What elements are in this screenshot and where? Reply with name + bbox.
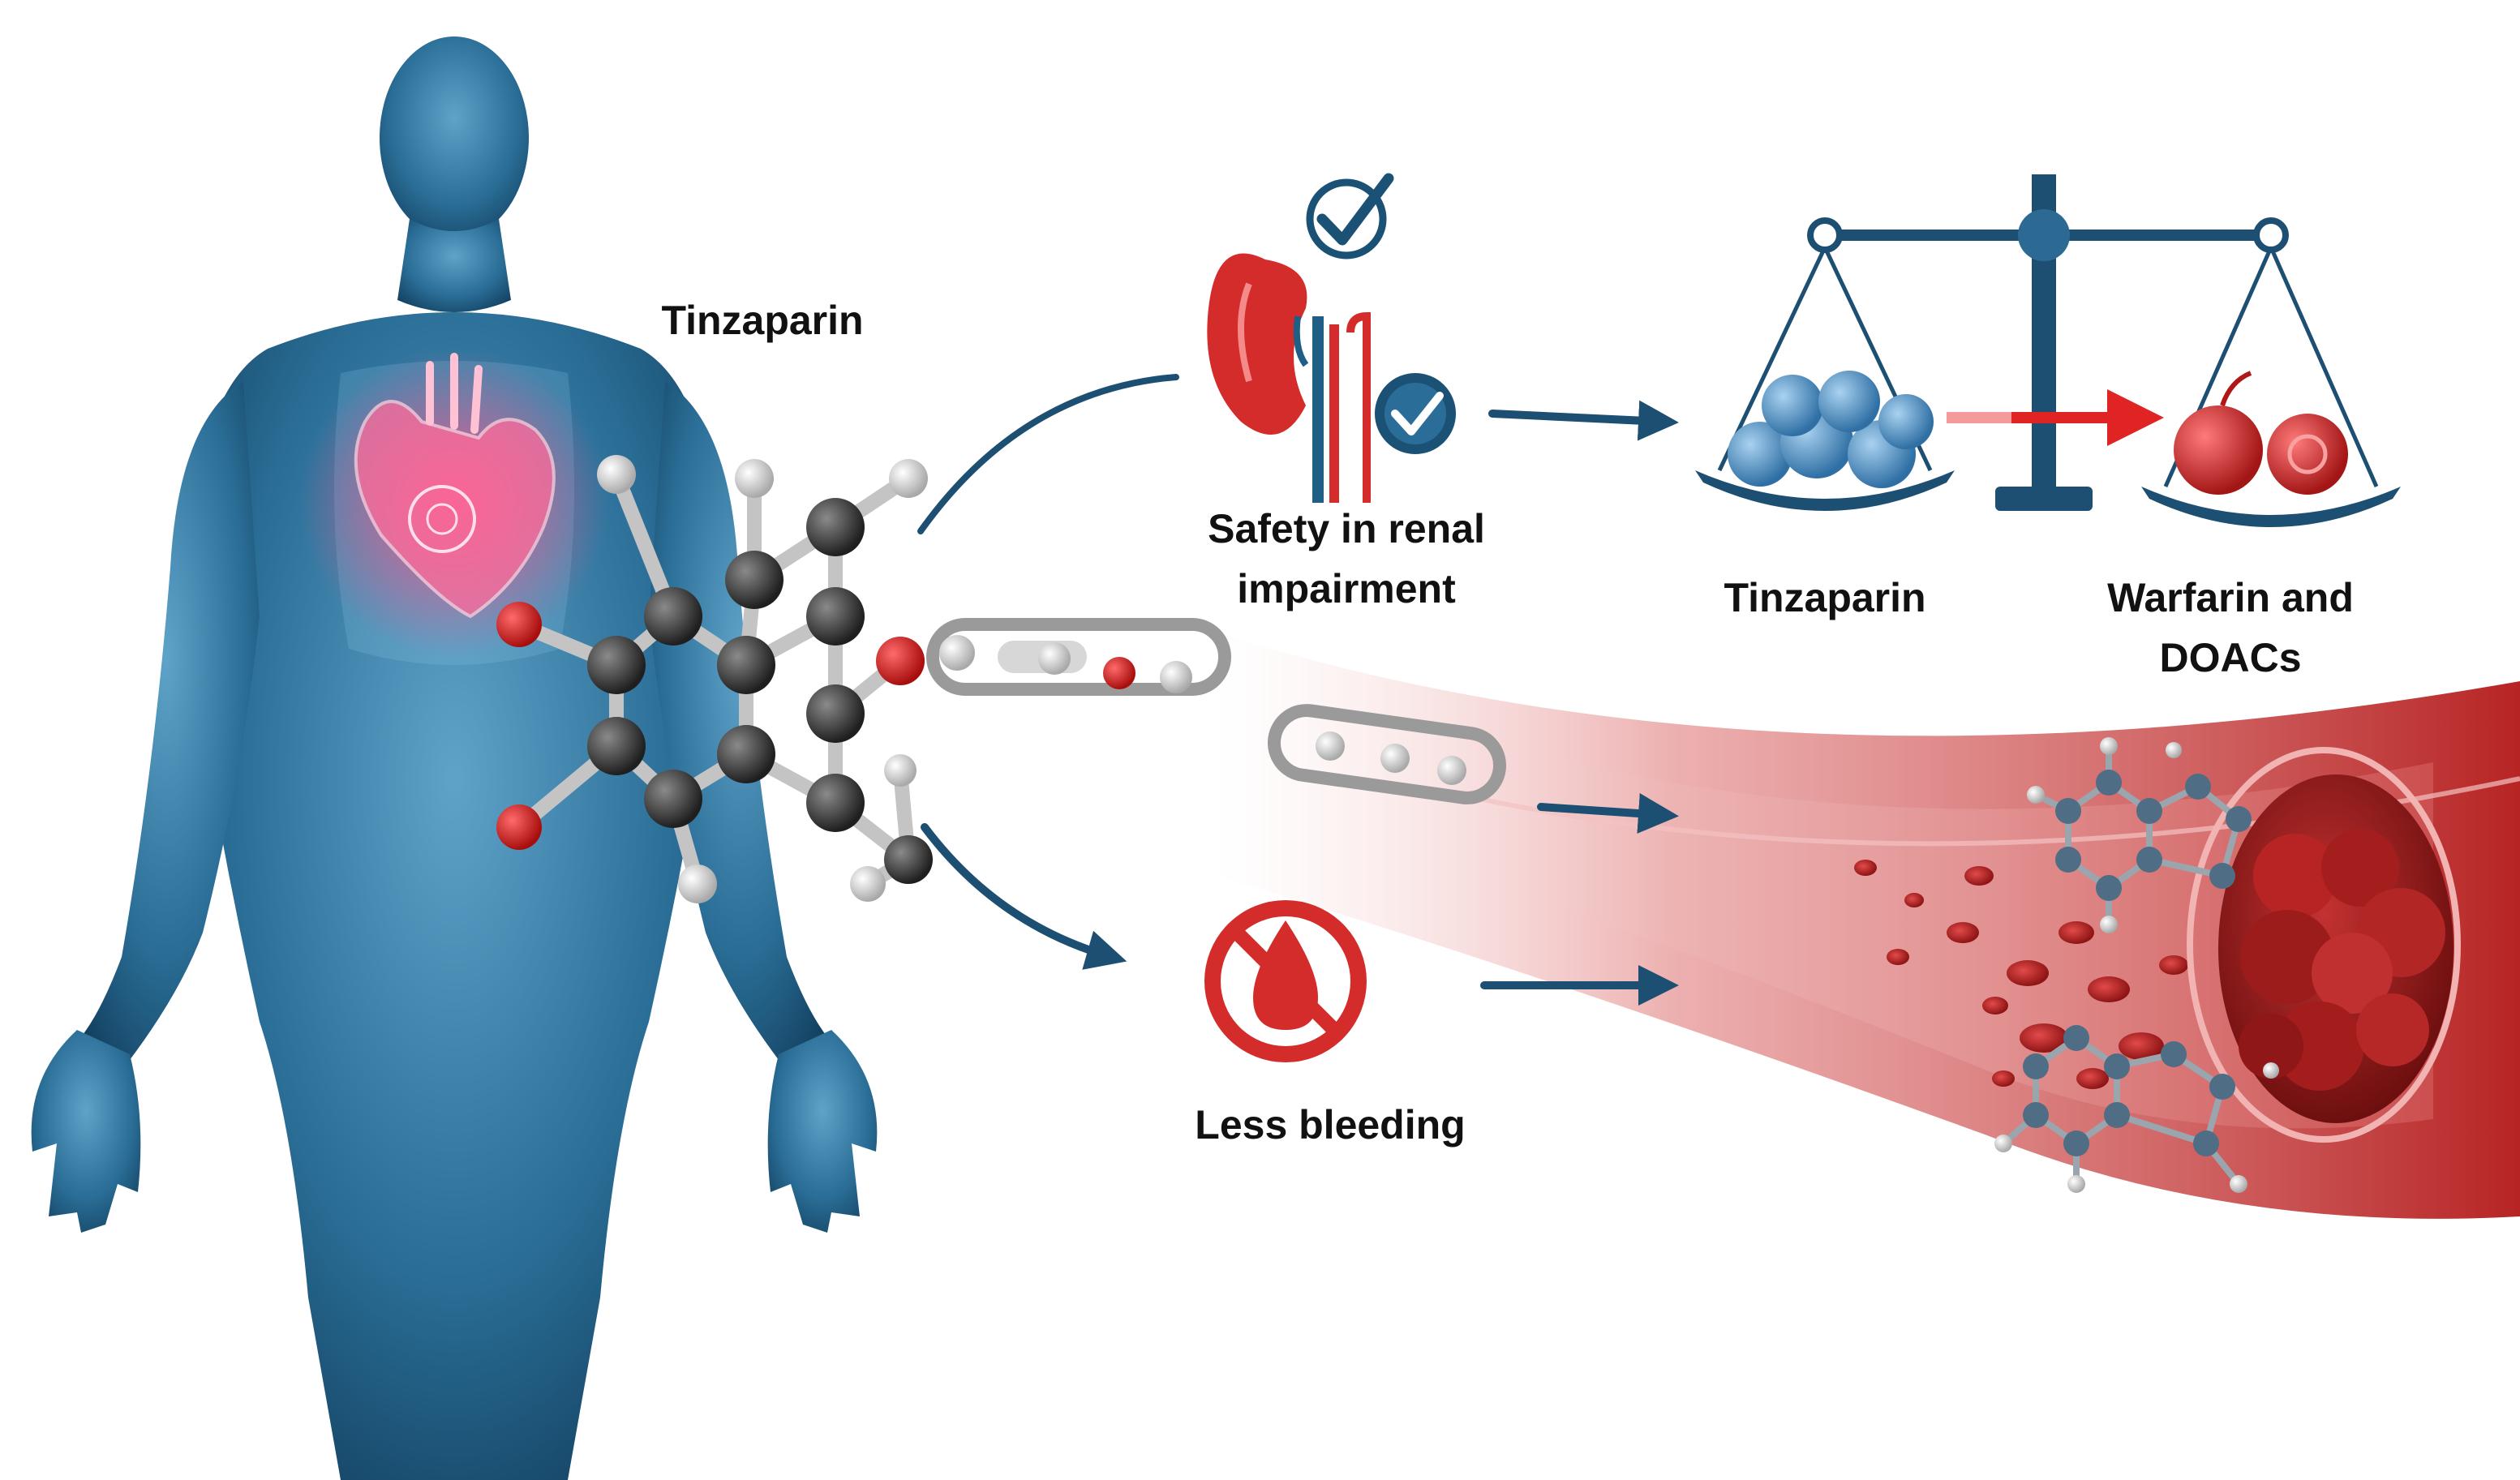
flow-arrows xyxy=(917,374,1679,1006)
scale-tinzaparin-label: Tinzaparin xyxy=(1663,568,1987,628)
scale-warfarin-label-line1: Warfarin and xyxy=(2107,575,2354,620)
renal-check-icon xyxy=(1306,173,1394,260)
heart-icon xyxy=(300,349,608,657)
renal-safety-label-line1: Safety in renal xyxy=(1208,506,1485,551)
scale-tinzaparin-label-text: Tinzaparin xyxy=(1724,575,1926,620)
no-bleeding-icon xyxy=(1204,900,1367,1062)
polysaccharide-chain xyxy=(926,618,1507,804)
molecule-cluster-upper xyxy=(2027,737,2252,933)
blood-clot xyxy=(2187,747,2461,1143)
warfarin-doacs-balls-icon xyxy=(2174,371,2348,495)
less-bleeding-label: Less bleeding xyxy=(1136,1095,1525,1155)
renal-safety-label: Safety in renal impairment xyxy=(1136,499,1557,619)
tinzaparin-balls-icon xyxy=(1728,371,1934,488)
balance-scale-icon xyxy=(1695,174,2401,527)
tinzaparin-molecule xyxy=(496,455,933,903)
less-bleeding-label-text: Less bleeding xyxy=(1195,1102,1466,1148)
kidney-icon xyxy=(1207,253,1371,503)
renal-check-badge-icon xyxy=(1375,373,1456,454)
tinzaparin-molecule-label: Tinzaparin xyxy=(616,290,908,350)
tinzaparin-molecule-label-text: Tinzaparin xyxy=(661,298,864,343)
renal-safety-label-line2: impairment xyxy=(1237,566,1456,611)
red-blood-cells xyxy=(1854,860,2188,1089)
molecule-cluster-lower xyxy=(1994,1025,2279,1193)
scale-warfarin-label-line2: DOACs xyxy=(2159,635,2302,680)
scale-warfarin-doacs-label: Warfarin and DOACs xyxy=(2060,568,2401,688)
